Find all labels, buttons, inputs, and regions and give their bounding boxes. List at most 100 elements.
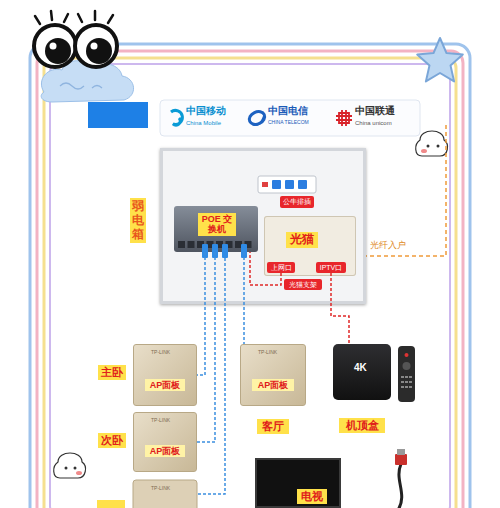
remote-control (398, 346, 415, 402)
carrier-logo-icons (171, 110, 182, 125)
cartoon-eyes (91, 43, 98, 50)
cable-connector (197, 252, 205, 375)
socket (298, 180, 307, 189)
power-strip (258, 176, 316, 193)
modem-label: 光猫 (286, 232, 318, 248)
face-sticker (54, 453, 86, 478)
switch-ports (216, 241, 223, 248)
device-label: 电视 (297, 489, 327, 504)
remote-control (405, 376, 408, 378)
remote-control (405, 381, 408, 383)
brand-mark: TP-LINK (151, 350, 170, 356)
television: 电视 (255, 458, 341, 508)
ap-panel-partial (97, 480, 197, 508)
remote-control (409, 381, 412, 383)
patch-plugs (241, 244, 247, 258)
fiber-line (356, 122, 446, 256)
cable-connector (250, 252, 281, 285)
logo-strip (160, 100, 420, 136)
ap-panel-partial (133, 480, 197, 508)
switch-ports (178, 241, 185, 248)
tag-text: 光猫支架 (284, 279, 322, 290)
carrier-name: 中国移动 (186, 105, 226, 116)
switch-ports (178, 241, 252, 248)
panel-label: AP面板 (145, 379, 185, 391)
socket (272, 180, 281, 189)
tag-text: 公牛排插 (280, 196, 314, 207)
fiber-label: 光纤入户 (370, 241, 406, 251)
remote-control (405, 386, 408, 388)
carrier-name-en: China Mobile (186, 120, 221, 127)
cable-connector (243, 252, 245, 344)
patch-plugs (222, 244, 228, 258)
iptv-port-tag: IPTV口 (316, 262, 346, 273)
power-strip-tag: 公牛排插 (280, 196, 314, 208)
socket (285, 180, 294, 189)
cabinet-heading: 弱电箱 (130, 198, 146, 243)
cartoon-eyes (34, 25, 76, 67)
patch-plugs (202, 244, 208, 258)
device-label: 机顶盒 (339, 418, 385, 433)
brand-mark: 4K (354, 362, 367, 373)
patch-plugs (212, 244, 218, 258)
cloud-sticker (60, 83, 102, 89)
cartoon-eyes (86, 38, 112, 64)
remote-control (405, 353, 409, 357)
modem-bracket-tag: 光猫支架 (284, 279, 322, 290)
star-sticker (417, 38, 463, 81)
face-sticker (76, 471, 82, 475)
equipment-details (178, 176, 316, 494)
remote-control (409, 376, 412, 378)
hdmi-cable (398, 464, 402, 508)
remote-control (401, 376, 404, 378)
brand-mark: TP-LINK (151, 486, 170, 492)
cartoon-eyes (35, 11, 113, 24)
carrier-logo-icons (247, 109, 267, 127)
pastel-frame (50, 64, 450, 508)
optical-modem: 光猫上网口 IPTV口 (264, 216, 356, 276)
cartoon-eyes (50, 43, 57, 50)
carrier-name: 中国电信 (268, 105, 308, 116)
cartoon-eyes (45, 38, 71, 64)
panel-label: AP面板 (252, 379, 294, 391)
room-label: 客厅 (257, 419, 289, 434)
face-sticker (416, 131, 448, 156)
hdmi-cable (395, 449, 407, 508)
pastel-frame (37, 51, 463, 508)
port-label: 上网口 (267, 262, 295, 273)
port-label: IPTV口 (316, 262, 346, 273)
pastel-frame (44, 58, 456, 508)
face-sticker (74, 467, 77, 470)
cartoon-eyes (75, 25, 117, 67)
remote-control (398, 346, 415, 402)
face-sticker (65, 467, 68, 470)
switch-ports (226, 241, 233, 248)
carrier-logo-icons (336, 110, 352, 126)
blue-banner (88, 102, 148, 128)
switch-ports (197, 241, 204, 248)
patch-plugs (202, 244, 247, 258)
face-sticker (421, 149, 427, 153)
carrier-logo-icons (252, 116, 264, 125)
room-label: 主卧 (98, 365, 126, 380)
face-sticker (427, 145, 430, 148)
brand-mark: TP-LINK (151, 418, 170, 424)
face-sticker (54, 453, 86, 478)
pastel-frame (30, 44, 470, 508)
switch-label: POE 交换机 (198, 213, 236, 236)
cable-connector (331, 273, 349, 344)
switch-ports (188, 241, 195, 248)
cabinet-box: 弱电箱公牛排插POE 交换机光猫上网口IPTV口光猫支架 (160, 148, 366, 304)
cartoon-eyes (34, 11, 117, 67)
switch-ports (235, 241, 242, 248)
remote-control (401, 386, 404, 388)
hdmi-cable (397, 449, 405, 455)
carrier-name-en: CHINA TELECOM (268, 120, 309, 126)
panel-label: AP面板 (145, 445, 185, 457)
switch-ports (245, 241, 252, 248)
face-sticker (437, 145, 440, 148)
lan-port-tag: 上网口 (267, 262, 295, 273)
